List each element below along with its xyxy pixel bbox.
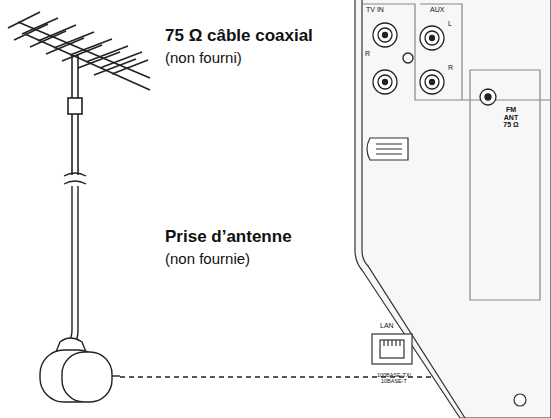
panel-screw	[514, 394, 526, 406]
lan-port	[372, 334, 412, 364]
plug-label: Prise d’antenne	[165, 228, 292, 247]
rear-panel	[355, 0, 551, 418]
cable-note: (non fourni)	[165, 50, 242, 67]
jack-label: FM ANT 75 Ω	[500, 106, 522, 129]
channel-label: R	[365, 50, 370, 58]
antenna-plug	[40, 338, 120, 402]
port-label: LAN	[380, 322, 394, 330]
fm-antenna	[8, 12, 150, 175]
coaxial-cable	[64, 173, 86, 344]
channel-label: R	[448, 64, 453, 72]
rca-jacks	[373, 23, 444, 94]
port-spec: 100BASE-TX/ 10BASE-T	[370, 372, 418, 384]
fm-antenna-jack	[480, 89, 496, 105]
jack-label: AUX	[430, 6, 444, 14]
jack-label: TV IN	[366, 6, 384, 14]
channel-label: L	[448, 20, 452, 28]
plug-note: (non fournie)	[165, 251, 250, 268]
digital-port	[367, 138, 408, 160]
cable-label: 75 Ω câble coaxial	[165, 27, 313, 46]
